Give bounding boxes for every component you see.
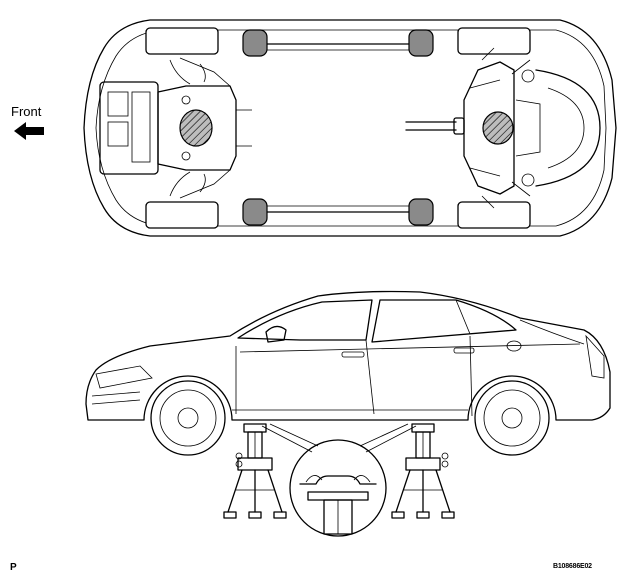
front-left-wheel [145, 27, 219, 55]
underside-view [83, 19, 617, 237]
rear-differential-jack-point [482, 111, 514, 145]
callout-leader-rear [365, 425, 417, 453]
rear-right-wheel [457, 201, 531, 229]
page-mark: P [10, 562, 17, 573]
rear-left-wheel [457, 27, 531, 55]
engine-assembly [99, 57, 252, 199]
front-wheel-side [150, 380, 226, 456]
front-direction-label: Front [11, 104, 42, 119]
body-profile [85, 290, 611, 421]
jack-point-front-left [242, 29, 268, 57]
jack-stand-rear [391, 423, 455, 519]
jack-stand-front [223, 423, 287, 519]
body-outline [83, 19, 617, 237]
callout-leader-front [261, 425, 313, 453]
front-center-jack-point [179, 109, 213, 147]
figure-code: B108686E02 [553, 563, 592, 570]
jack-point-rear-right [408, 198, 434, 226]
rear-suspension [463, 47, 601, 209]
jack-point-front-right [242, 198, 268, 226]
jack-seat-detail [289, 439, 387, 537]
arrow-left-icon [14, 122, 44, 140]
rear-wheel-side [474, 380, 550, 456]
front-right-wheel [145, 201, 219, 229]
rear-window [371, 299, 517, 343]
front-window [237, 299, 373, 341]
jack-point-rear-left [408, 29, 434, 57]
side-view-vehicle [85, 290, 611, 456]
